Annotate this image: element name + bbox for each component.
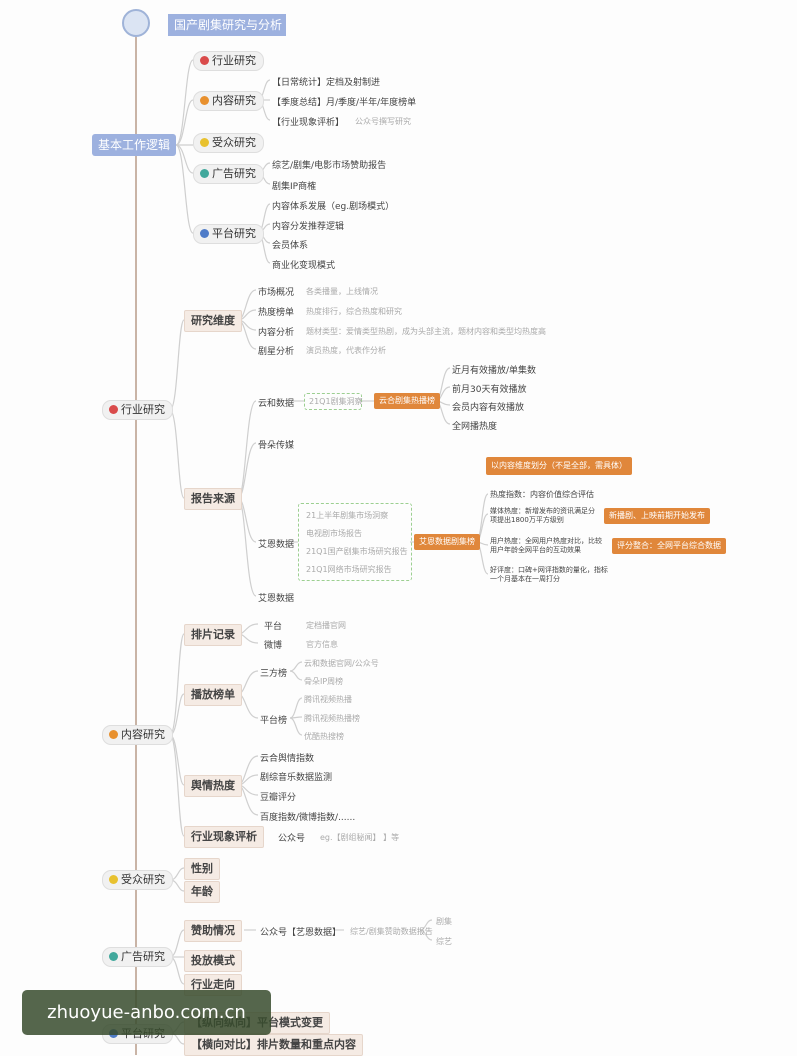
content-item-daily: 【日常统计】定档及射制进 [272,78,381,88]
platform-item-monetization: 商业化变现模式 [272,261,336,271]
yellow-dot-icon [109,875,118,884]
yunhe-item-3: 全网播热度 [452,422,498,432]
buzz-item-2: 豆瓣评分 [260,793,297,803]
endata-report-0: 21上半年剧集市场洞察 [306,511,389,520]
schedule-key-0: 平台 [264,622,283,632]
dim-val-3: 演员热度，代表作分析 [306,346,386,355]
endata-item-3: 好评度：口碑+网评指数的量化，指标一个月基本在一周打分 [490,566,608,583]
third-party-rank-node: 三方榜 [260,669,288,679]
dim-val-2: 题材类型：爱情类型热剧，成为头部主流，题材内容和类型均热度高 [306,327,546,336]
audience-node[interactable]: 受众研究 [102,870,173,890]
report-source-node[interactable]: 报告来源 [184,488,242,510]
endata-reports-box [298,503,412,581]
schedule-node[interactable]: 排片记录 [184,624,242,646]
endata-note-0: 新播剧、上映前期开始发布 [604,508,710,524]
yellow-dot-icon [200,138,209,147]
yunhe-item-2: 会员内容有效播放 [452,403,525,413]
basic-platform-node[interactable]: 平台研究 [193,224,264,244]
platform-item-distribution: 内容分发推荐逻辑 [272,222,345,232]
basic-content-node[interactable]: 内容研究 [193,91,264,111]
endata-node[interactable]: 艾恩数据 [258,540,295,550]
teal-dot-icon [200,169,209,178]
platform-item-content: 内容体系发展（eg.剧场模式） [272,202,395,212]
guduo-node[interactable]: 骨朵传媒 [258,441,295,451]
content-item-phenomenon: 【行业现象评析】 [272,118,345,128]
basic-industry-node[interactable]: 行业研究 [193,51,264,71]
third-item-1: 骨朵IP周榜 [304,677,344,686]
orange-dot-icon [109,730,118,739]
orange-dot-icon [200,96,209,105]
yunhe-item-0: 近月有效播放/单集数 [452,366,537,376]
basic-audience-node[interactable]: 受众研究 [193,133,264,153]
ranking-node[interactable]: 播放榜单 [184,684,242,706]
yunhe-report-box [304,393,362,410]
basic-ads-node[interactable]: 广告研究 [193,164,264,184]
research-dimension-node[interactable]: 研究维度 [184,310,242,332]
basic-logic-node[interactable]: 基本工作逻辑 [92,134,176,156]
dim-key-0: 市场概况 [258,288,295,298]
content-node[interactable]: 内容研究 [102,725,173,745]
endata-header-tag: 以内容维度划分（不是全部，需具体） [486,457,632,475]
endata-item-2: 用户热度：全网用户热度对比，比较用户年龄全网平台的互动效果 [490,537,602,554]
content-item-phenomenon-note: 公众号撰写研究 [355,117,411,126]
sponsor-end-1: 综艺 [436,937,452,946]
phenomenon-sub: 公众号 [278,834,306,844]
dim-key-1: 热度榜单 [258,308,295,318]
red-dot-icon [200,56,209,65]
blue-dot-icon [200,229,209,238]
phenomenon-val: eg.【剧组秘闻】 】等 [320,833,400,842]
endata-item-1: 媒体热度：新增发布的资讯满足分项提出1800万平方级别 [490,507,595,524]
ads-item-report: 综艺/剧集/电影市场赞助报告 [272,161,387,171]
page-title: 国产剧集研究与分析 [168,14,286,36]
placement-node[interactable]: 投放模式 [184,950,242,972]
buzz-item-0: 云合舆情指数 [260,754,315,764]
content-item-quarterly: 【季度总结】月/季度/半年/年度榜单 [272,98,417,108]
sponsor-sub: 公众号【艺恩数据】 [260,928,342,938]
schedule-val-1: 官方信息 [306,640,338,649]
buzz-item-1: 剧综音乐数据监测 [260,773,333,783]
red-dot-icon [109,405,118,414]
platform-rank-item-2: 优酷热搜榜 [304,732,344,741]
dim-val-0: 各类播量，上线情况 [306,287,378,296]
platform-horizontal-node[interactable]: 【横向对比】排片数量和重点内容 [184,1034,363,1056]
age-node[interactable]: 年龄 [184,881,220,903]
endata-note-1: 评分整合：全网平台综合数据 [612,538,726,554]
dim-key-3: 剧星分析 [258,347,295,357]
endata-report-2: 21Q1国产剧集市场研究报告 [306,547,408,556]
sponsor-val: 综艺/剧集赞助数据报告 [350,927,433,936]
endata-rank-tag[interactable]: 艾恩数据剧集榜 [414,534,480,550]
dim-key-2: 内容分析 [258,328,295,338]
root-node [122,9,150,37]
phenomenon-node[interactable]: 行业现象评析 [184,826,264,848]
schedule-key-1: 微博 [264,641,283,651]
dim-val-1: 热度排行，综合热度和研究 [306,307,402,316]
yunhe-rank-tag[interactable]: 云合剧集热播榜 [374,393,440,409]
platform-rank-node: 平台榜 [260,716,288,726]
platform-item-membership: 会员体系 [272,241,309,251]
endata-report-3: 21Q1网络市场研究报告 [306,565,392,574]
endata-item-0: 热度指数：内容价值综合评估 [490,490,594,499]
ads-item-ip: 剧集IP商榷 [272,182,317,192]
sponsor-node[interactable]: 赞助情况 [184,920,242,942]
platform-rank-item-0: 腾讯视频热播 [304,695,352,704]
third-item-0: 云和数据官网/公众号 [304,659,379,668]
gender-node[interactable]: 性别 [184,858,220,880]
watermark: zhuoyue-anbo.com.cn [22,990,271,1035]
aien-node[interactable]: 艾恩数据 [258,594,295,604]
buzz-item-3: 百度指数/微博指数/...... [260,813,356,823]
schedule-val-0: 定档播官网 [306,621,346,630]
sponsor-end-0: 剧集 [436,917,452,926]
endata-report-1: 电视剧市场报告 [306,529,362,538]
teal-dot-icon [109,952,118,961]
yunhe-report: 21Q1剧集洞察 [309,397,363,406]
platform-rank-item-1: 腾讯视频热播榜 [304,714,360,723]
yunhe-item-1: 前月30天有效播放 [452,385,527,395]
buzz-node[interactable]: 舆情热度 [184,775,242,797]
ads-node[interactable]: 广告研究 [102,947,173,967]
yunhe-data-node[interactable]: 云和数据 [258,399,295,409]
industry-node[interactable]: 行业研究 [102,400,173,420]
